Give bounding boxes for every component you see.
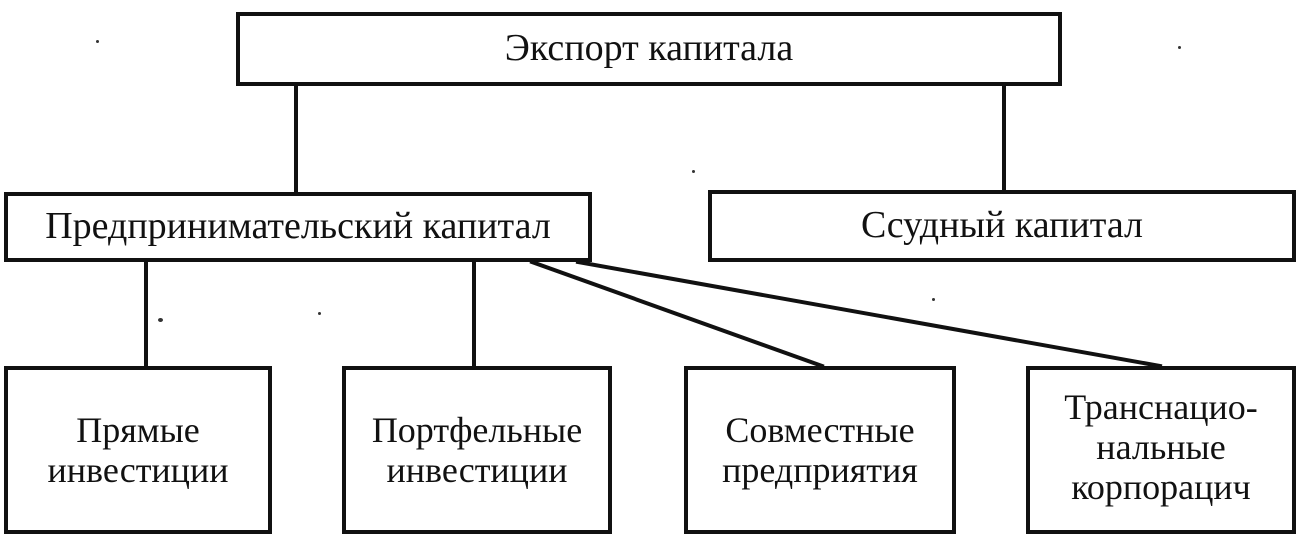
entrepreneurial-capital-node: Предпринимательский капитал bbox=[4, 192, 592, 262]
scan-speck bbox=[932, 298, 935, 301]
direct-investments-node: Прямые инвестиции bbox=[4, 366, 272, 534]
scan-speck bbox=[1178, 46, 1181, 49]
transnational-corporations-line-3: корпорацич bbox=[1071, 467, 1251, 508]
joint-ventures-node: Совместные предприятия bbox=[684, 366, 956, 534]
joint-ventures-line-1: Совместные bbox=[725, 409, 915, 450]
export-capital-node: Экспорт капитала bbox=[236, 12, 1062, 86]
joint-ventures-line-2: предприятия bbox=[722, 450, 918, 490]
transnational-corporations-node: Транснацио- нальные корпорацич bbox=[1026, 366, 1296, 534]
scan-speck bbox=[158, 318, 163, 322]
portfolio-investments-line-2: инвестиции bbox=[386, 450, 568, 490]
direct-investments-line-2: инвестиции bbox=[47, 450, 229, 490]
transnational-corporations-line-2: нальные bbox=[1096, 426, 1226, 467]
link-entrepreneurial-to-tnc bbox=[575, 259, 1163, 369]
direct-investments-line-1: Прямые bbox=[76, 409, 200, 450]
link-entrepreneurial-to-joint bbox=[529, 259, 825, 369]
scan-speck bbox=[692, 170, 695, 173]
portfolio-investments-line-1: Портфельные bbox=[371, 409, 583, 450]
loan-capital-node: Ссудный капитал bbox=[708, 190, 1296, 262]
export-capital-label: Экспорт капитала bbox=[504, 27, 794, 70]
scan-speck bbox=[96, 40, 99, 43]
loan-capital-label: Ссудный капитал bbox=[861, 204, 1143, 247]
scan-speck bbox=[318, 312, 321, 315]
portfolio-investments-node: Портфельные инвестиции bbox=[342, 366, 612, 534]
transnational-corporations-line-1: Транснацио- bbox=[1064, 386, 1258, 427]
entrepreneurial-capital-label: Предпринимательский капитал bbox=[45, 205, 551, 248]
